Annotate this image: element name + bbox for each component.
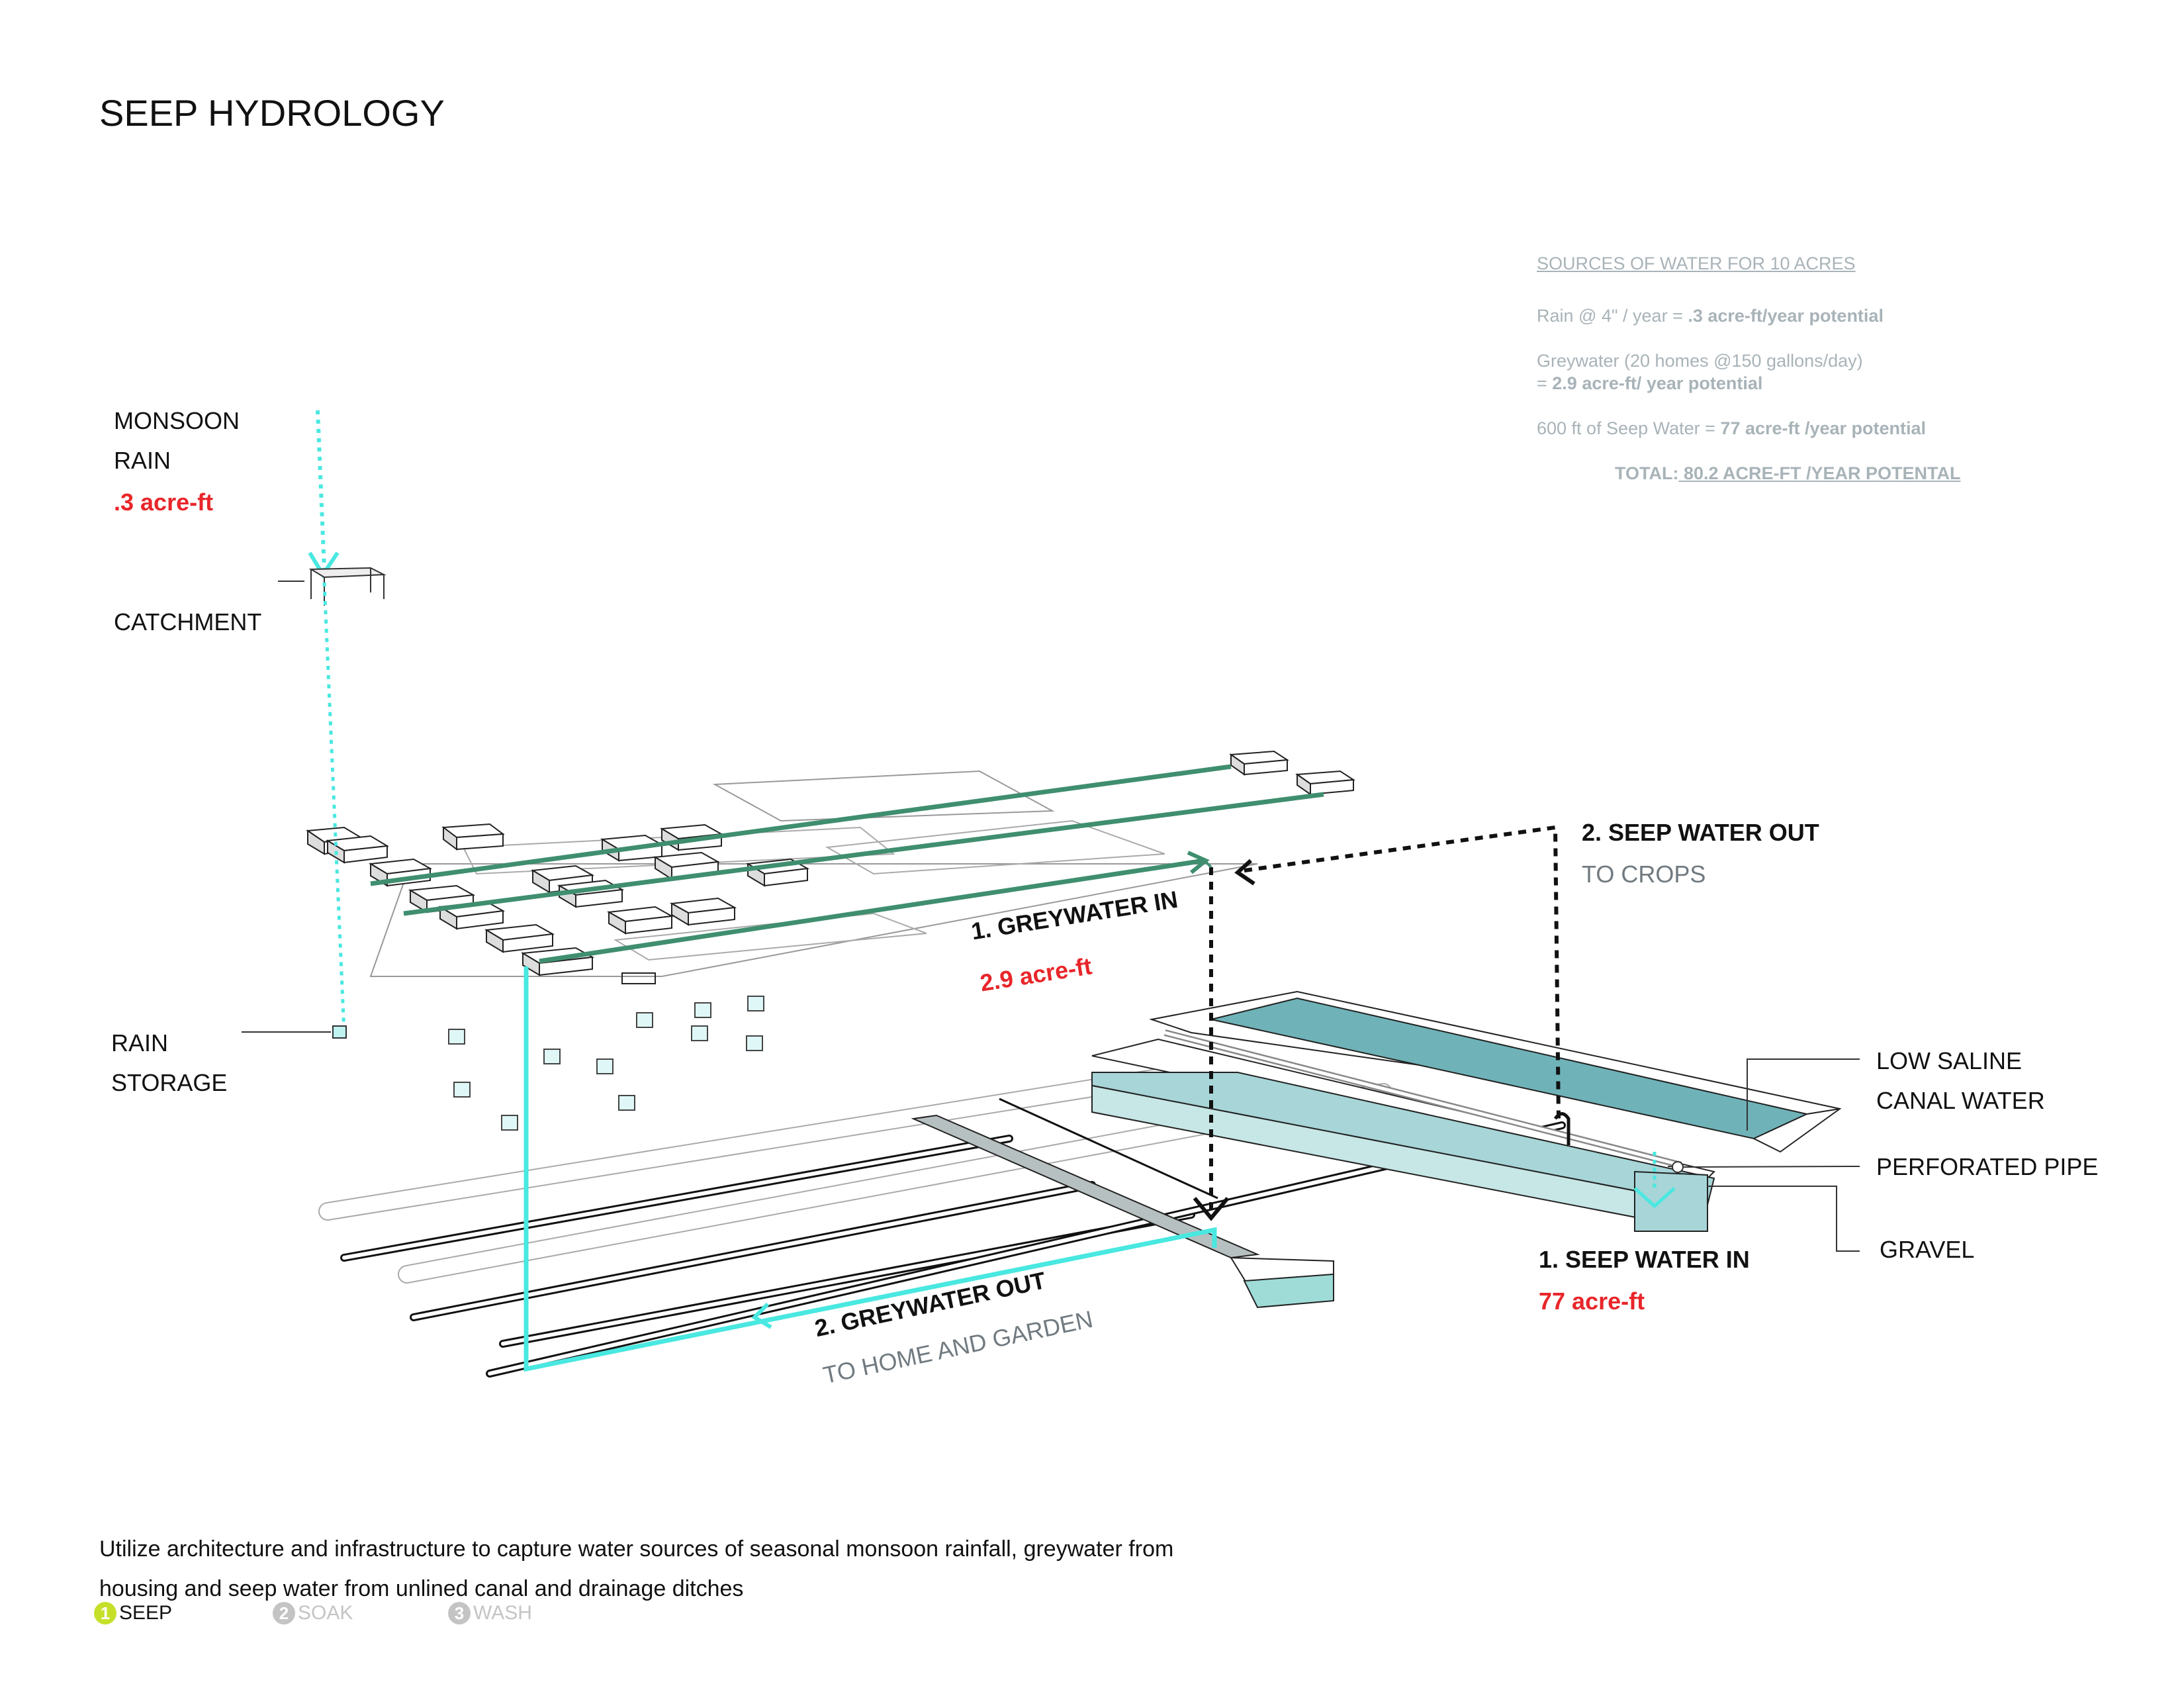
house <box>325 835 390 864</box>
monsoon-label: MONSOON <box>114 407 240 434</box>
catchment-structure <box>278 567 387 606</box>
tab-soak-label: SOAK <box>298 1602 353 1624</box>
storage-cube <box>453 1082 471 1098</box>
sources-greywater-line2: = 2.9 acre-ft/ year potential <box>1537 373 1762 394</box>
parcel-outline <box>712 770 1055 822</box>
greywater-in-down-arrow <box>1193 1197 1230 1221</box>
storage-cube <box>694 1002 711 1018</box>
rain-label: RAIN <box>114 447 171 474</box>
greywater-in-link <box>1203 859 1212 868</box>
storage-cube <box>618 1095 635 1111</box>
rain-storage-label-1: RAIN <box>111 1029 169 1056</box>
tab-seep-number: 1 <box>94 1602 116 1624</box>
pipe <box>342 1137 1011 1260</box>
sources-greywater-value: 2.9 acre-ft/ year potential <box>1552 373 1763 393</box>
storage-cube <box>691 1025 708 1041</box>
rain-storage-label-2: STORAGE <box>111 1069 228 1096</box>
house <box>1295 770 1355 796</box>
storage-cube <box>636 1012 653 1028</box>
storage-cube <box>543 1049 561 1064</box>
leader-lines <box>1667 1058 1860 1252</box>
tab-wash[interactable]: 3 WASH <box>448 1602 532 1624</box>
gravel-label: GRAVEL <box>1880 1236 1975 1263</box>
sources-rain: Rain @ 4" / year = .3 acre-ft/year poten… <box>1537 306 1884 326</box>
storage-cube <box>448 1029 465 1045</box>
sources-heading: SOURCES OF WATER FOR 10 ACRES <box>1537 254 1856 273</box>
perforated-pipe-label: PERFORATED PIPE <box>1876 1153 2099 1180</box>
seep-out-title: 2. SEEP WATER OUT <box>1582 819 1819 846</box>
storage-cube <box>596 1058 614 1074</box>
tab-seep-label: SEEP <box>119 1602 173 1624</box>
storage-cube <box>746 1035 763 1051</box>
sources-seep-value: 77 acre-ft /year potential <box>1720 418 1927 438</box>
canal <box>1091 990 1842 1233</box>
greywater-out-arrowhead <box>751 1302 772 1329</box>
house <box>621 972 656 984</box>
low-saline-label-2: CANAL WATER <box>1876 1087 2045 1114</box>
seep-trench-water <box>1091 1072 1715 1206</box>
seep-water-out-path <box>1209 825 1561 1211</box>
drainage-ditch <box>911 1114 1334 1309</box>
tab-soak[interactable]: 2 SOAK <box>273 1602 353 1624</box>
parcel-outline <box>825 820 1165 875</box>
sources-greywater-line1: Greywater (20 homes @150 gallons/day) <box>1537 351 1863 371</box>
house <box>520 947 595 976</box>
storage-cube <box>747 996 764 1011</box>
sources-greywater-prefix: = <box>1537 373 1553 393</box>
house <box>441 823 505 851</box>
parcel-outline <box>369 863 1258 977</box>
storage-cube <box>501 1115 518 1131</box>
canal-bank <box>1752 1108 1841 1153</box>
tab-soak-number: 2 <box>273 1602 295 1624</box>
tab-seep[interactable]: 1 SEEP <box>94 1602 172 1624</box>
greywater-out-path <box>523 966 1217 1372</box>
house <box>484 923 555 953</box>
sources-total: TOTAL: 80.2 ACRE-FT /YEAR POTENTAL <box>1615 463 1961 484</box>
pipe-hook <box>1553 1112 1570 1145</box>
catchment-label: CATCHMENT <box>114 608 262 635</box>
sources-rain-value: .3 acre-ft/year potential <box>1688 306 1884 326</box>
sources-rain-prefix: Rain @ 4" / year = <box>1537 306 1688 326</box>
low-saline-label-1: LOW SALINE <box>1876 1047 2023 1074</box>
sources-total-label: TOTAL: <box>1615 463 1679 483</box>
sources-total-value: 80.2 ACRE-FT /YEAR POTENTAL <box>1678 463 1961 483</box>
greywater-collector-lines <box>370 764 1324 964</box>
pipe-end-marker <box>1672 1161 1684 1173</box>
seep-in-amount: 77 acre-ft <box>1539 1288 1645 1315</box>
sources-seep: 600 ft of Seep Water = 77 acre-ft /year … <box>1537 418 1926 439</box>
house <box>606 906 674 935</box>
storage-cubes <box>448 996 764 1131</box>
caption: Utilize architecture and infrastructure … <box>99 1536 1174 1601</box>
tab-wash-number: 3 <box>448 1602 471 1624</box>
rain-amount-label: .3 acre-ft <box>114 489 214 516</box>
pipe <box>320 1058 1239 1219</box>
seep-out-arrowhead <box>1234 859 1255 886</box>
sources-seep-prefix: 600 ft of Seep Water = <box>1537 418 1721 438</box>
pipe <box>999 1098 1218 1199</box>
page-title: SEEP HYDROLOGY <box>99 92 445 134</box>
monsoon-rain-path <box>316 410 326 570</box>
seep-in-title: 1. SEEP WATER IN <box>1539 1246 1750 1273</box>
seep-out-sub: TO CROPS <box>1582 861 1706 888</box>
house <box>1229 750 1289 776</box>
house <box>669 897 737 926</box>
tab-wash-label: WASH <box>473 1602 532 1624</box>
rain-to-storage-path <box>322 582 346 1033</box>
seep-in-arrowhead <box>1633 1187 1676 1209</box>
seep-trench-end <box>1634 1170 1708 1232</box>
perforated-pipe <box>1164 1031 1682 1167</box>
rain-storage-tank <box>332 1025 347 1039</box>
